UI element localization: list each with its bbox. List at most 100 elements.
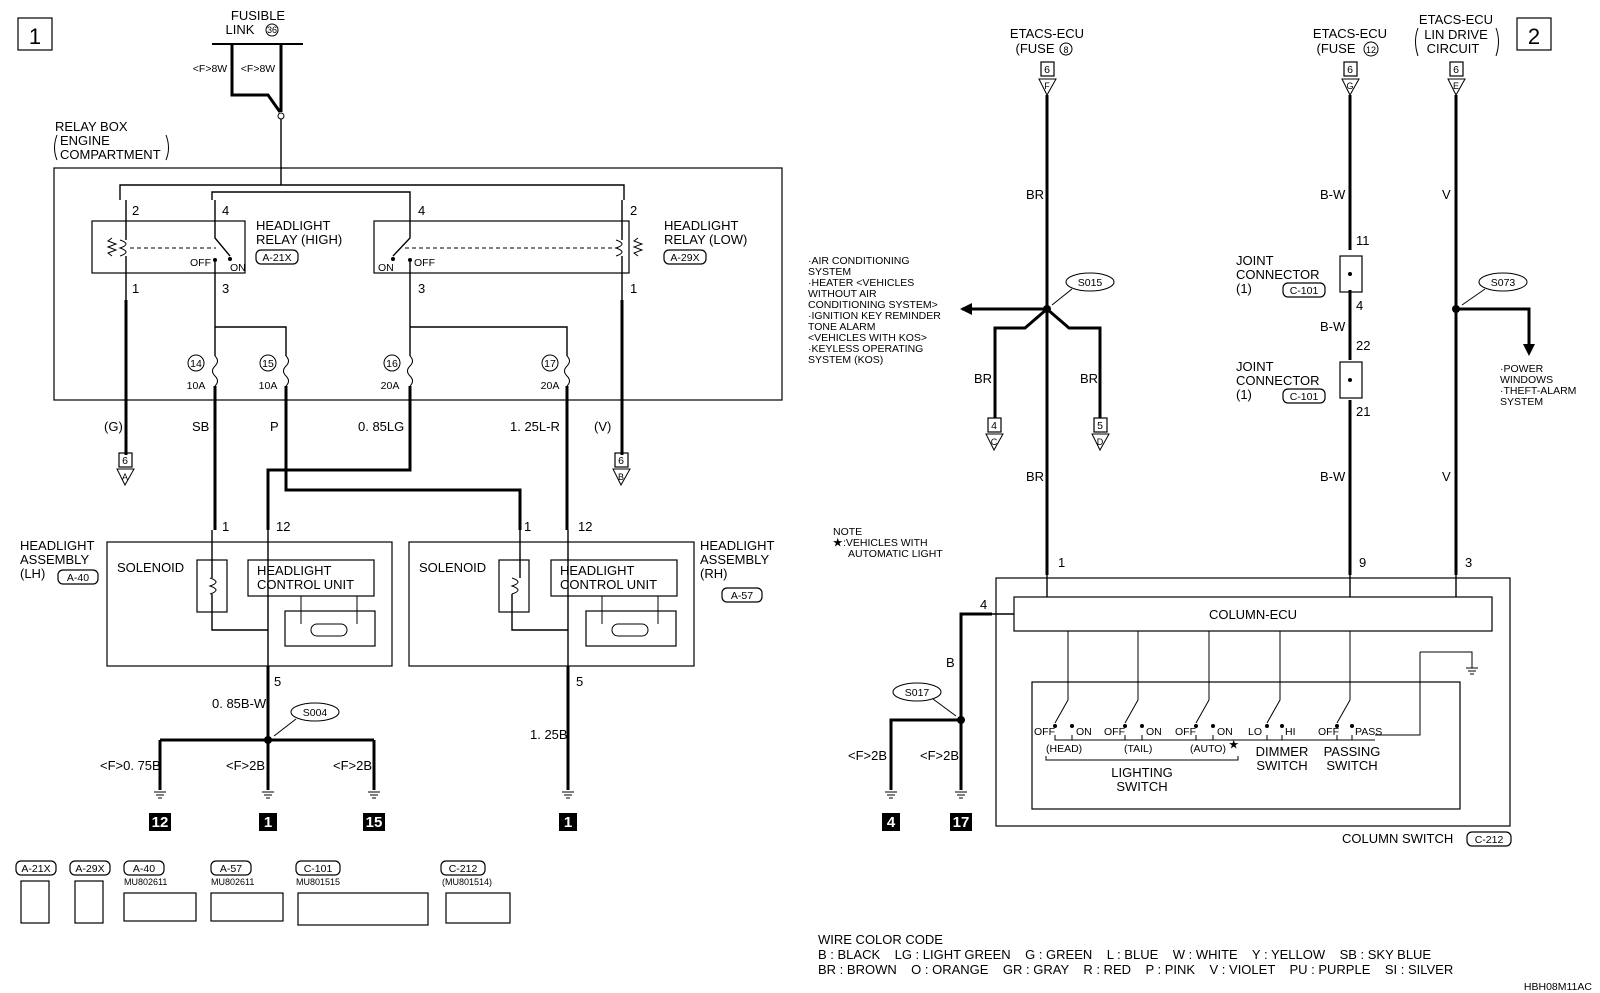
svg-text:(HEAD): (HEAD) <box>1046 743 1082 755</box>
relay-low-connector: A-29X <box>670 252 699 264</box>
joint1-conn-box <box>1282 282 1326 298</box>
etacs2-conn-box <box>1343 61 1358 77</box>
svg-text:HI: HI <box>1285 726 1296 738</box>
hl-lh-line1: HEADLIGHT <box>20 538 94 553</box>
conn-c-letter: C <box>991 437 998 447</box>
legend-a21x: A-21X <box>21 863 50 875</box>
wire-color-title: WIRE COLOR CODE <box>818 932 943 947</box>
fusible-link-label: FUSIBLE <box>231 8 286 23</box>
fusible-link-label2: LINK <box>226 22 255 37</box>
hl-rh-line1: HEADLIGHT <box>700 538 774 553</box>
br-low-wire: BR <box>1026 469 1044 484</box>
v-low-wire: V <box>1442 469 1451 484</box>
wire-label-v: (V) <box>594 419 611 434</box>
ground-num-12: 12 <box>152 814 169 831</box>
s017-label: S017 <box>905 687 930 699</box>
hl-lh-hcu-box <box>247 559 375 597</box>
s004-pointer <box>273 718 297 737</box>
relay-low-box <box>373 220 630 274</box>
svg-text:CONDITIONING SYSTEM>: CONDITIONING SYSTEM> <box>808 299 938 311</box>
hl-lh-pin12: 12 <box>276 519 290 534</box>
conn-c-num: 4 <box>991 420 997 432</box>
s015-branch-c <box>993 307 1048 418</box>
relay-low-pin-b: 2 <box>630 203 637 218</box>
etacs3-line1: ETACS-ECU <box>1419 12 1493 27</box>
etacs1-wire: BR <box>1026 187 1044 202</box>
page-number-box-2 <box>1516 17 1552 51</box>
svg-text:OFF: OFF <box>1034 726 1055 738</box>
legend-a40: A-40 <box>133 863 155 875</box>
joint1-pin-top: 11 <box>1356 233 1370 248</box>
svg-text:WINDOWS: WINDOWS <box>1500 374 1553 386</box>
relay-low-on: ON <box>378 262 394 274</box>
hl-lh-connector: A-40 <box>67 572 89 584</box>
hl-rh-solenoid-wire <box>511 530 568 631</box>
column-switch-conn-box <box>1466 831 1512 847</box>
etacs1-letter: F <box>1044 81 1050 91</box>
ground-box-15 <box>363 813 385 831</box>
switch-tail: OFF ON (TAIL) <box>1104 631 1162 755</box>
relay-box-frame <box>53 167 783 401</box>
svg-text:PASS: PASS <box>1355 726 1382 738</box>
s017-wires <box>889 612 992 790</box>
etacs2-fuse-circle <box>1363 41 1379 57</box>
svg-text:(AUTO): (AUTO) <box>1190 743 1226 755</box>
ground-num-17: 17 <box>953 814 970 831</box>
svg-text:<VEHICLES WITH KOS>: <VEHICLES WITH KOS> <box>808 332 927 344</box>
joint2-box <box>1339 361 1363 399</box>
relay-low-pin-a: 4 <box>418 203 425 218</box>
s073-label: S073 <box>1491 277 1516 289</box>
conn-c-box <box>987 417 1002 433</box>
hl-lh-line3: (LH) <box>20 566 45 581</box>
column-switch-connector: C-212 <box>1475 834 1504 846</box>
s015-branch-d <box>1046 307 1102 418</box>
hl-rh-lamp-box <box>585 610 677 647</box>
column-switch-label: COLUMN SWITCH <box>1342 831 1453 846</box>
svg-text:OFF: OFF <box>1318 726 1339 738</box>
hl-rh-hcu-box <box>550 559 678 597</box>
hl-rh-line3: (RH) <box>700 566 727 581</box>
relay-high-resistor <box>106 237 118 257</box>
wire-label-125b: 1. 25B <box>530 727 568 742</box>
relay-high-on-dot <box>228 257 232 261</box>
switch-passing: OFF PASS <box>1318 631 1382 738</box>
hl-rh-hcu2: CONTROL UNIT <box>560 577 657 592</box>
relay-bus-outer <box>119 184 625 200</box>
conn-d-box <box>1093 417 1108 433</box>
etacs3-line2: LIN DRIVE <box>1424 27 1488 42</box>
relay-box-paren-right <box>165 134 169 161</box>
switch-subbox <box>1031 681 1461 810</box>
wire-label-lg: 0. 85LG <box>358 419 404 434</box>
relay-high-contact <box>214 200 231 257</box>
etacs1-num: 6 <box>1044 64 1050 76</box>
relay-low-pin-c: 3 <box>418 281 425 296</box>
relay-high-line2: RELAY (HIGH) <box>256 232 342 247</box>
etacs1-conn-box <box>1040 61 1055 77</box>
hl-rh-solenoid-box <box>498 559 530 613</box>
relay-low-pin-d: 1 <box>630 281 637 296</box>
etacs3-line3: CIRCUIT <box>1427 41 1480 56</box>
conn-a-box <box>118 452 133 468</box>
wire-label-lr: 1. 25L-R <box>510 419 560 434</box>
svg-text:SYSTEM: SYSTEM <box>1500 396 1543 408</box>
s017-g2-wire: <F>2B <box>920 748 959 763</box>
switch-auto: OFF ON (AUTO) ★ <box>1175 631 1239 755</box>
dimmer-line1: DIMMER <box>1256 744 1309 759</box>
s015-arrow <box>960 303 972 315</box>
relay-box-line1: RELAY BOX <box>55 119 128 134</box>
etacs3-paren-left <box>1415 27 1419 57</box>
hl-rh-pin1: 1 <box>524 519 531 534</box>
svg-text:TONE ALARM: TONE ALARM <box>808 321 876 333</box>
svg-text:SYSTEM (KOS): SYSTEM (KOS) <box>808 354 883 366</box>
hl-lh-lamp-leads <box>300 596 358 624</box>
conn-b-num: 6 <box>618 455 624 467</box>
s015-wire-left: BR <box>974 371 992 386</box>
diagram-code: HBH08M11AC <box>1524 981 1592 993</box>
relay-low-connector-box <box>663 249 707 265</box>
hl-lh-conn-box <box>57 569 99 585</box>
relay-high-on: ON <box>230 262 246 274</box>
joint2-line2: CONNECTOR <box>1236 373 1320 388</box>
column-switch-frame <box>995 577 1511 827</box>
lighting-bracket <box>1045 756 1239 761</box>
svg-text:★: ★ <box>1229 739 1239 751</box>
